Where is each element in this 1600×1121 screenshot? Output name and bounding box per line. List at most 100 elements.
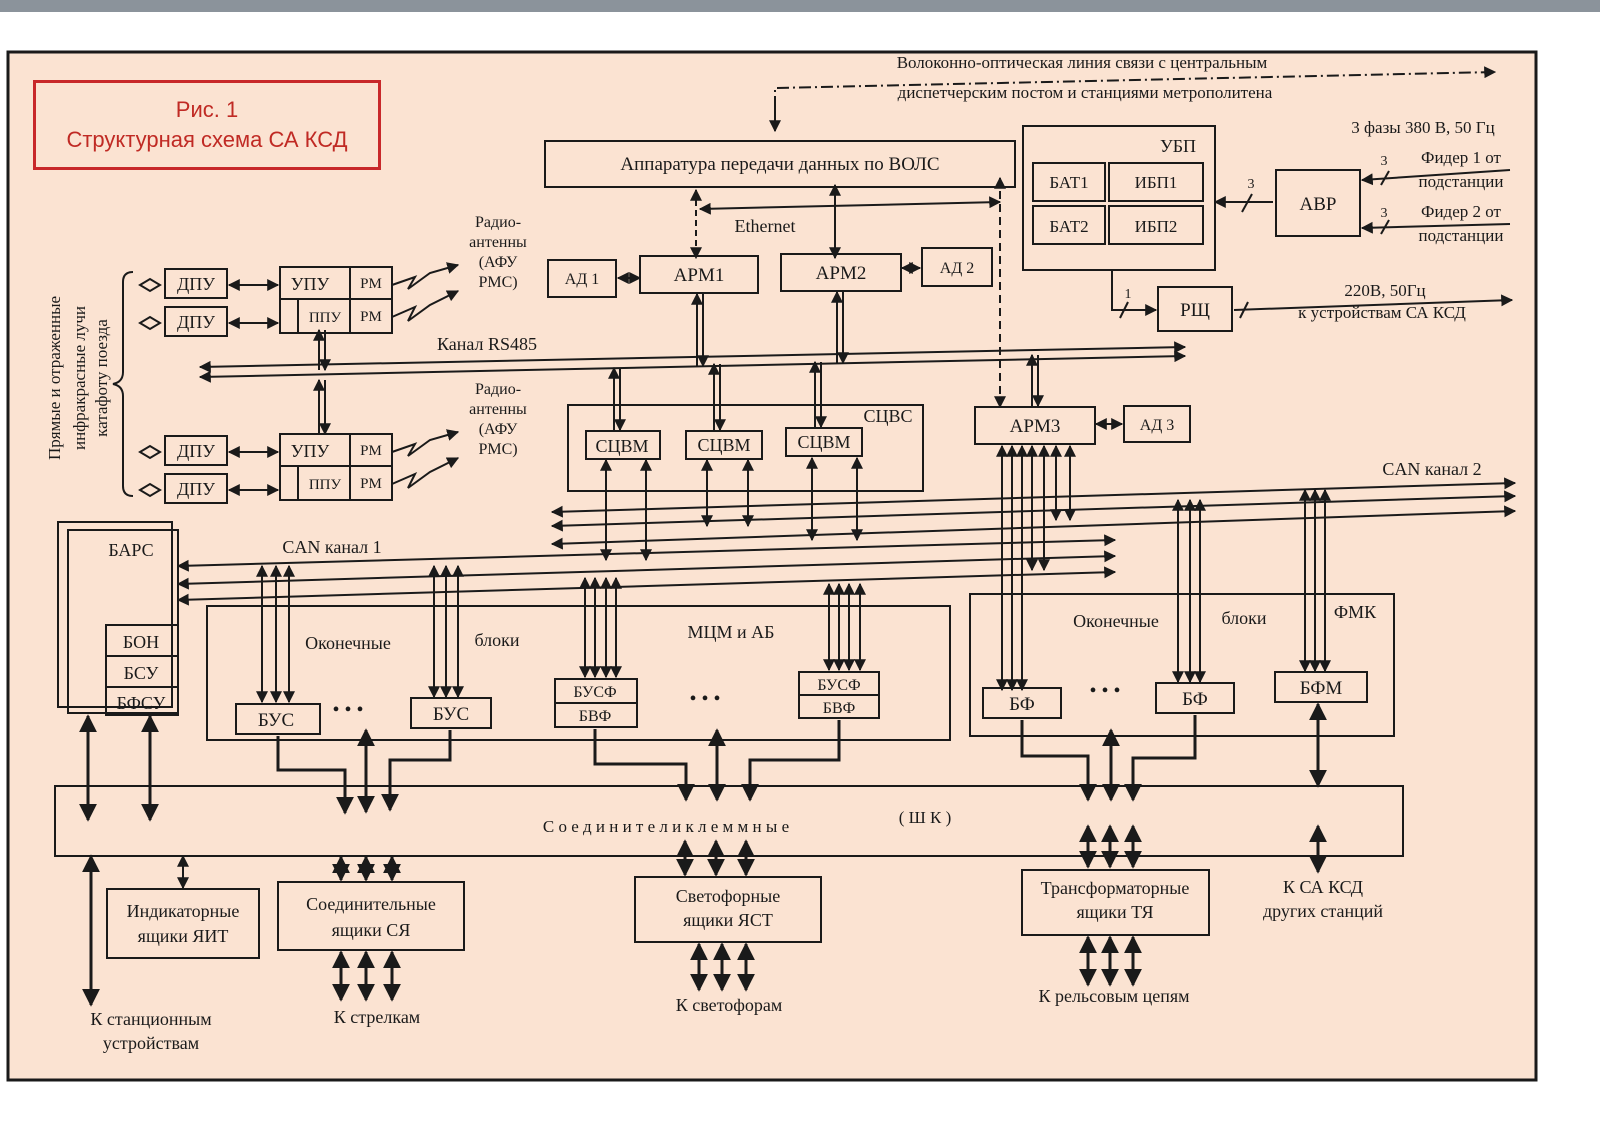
- dots-2: • • •: [689, 688, 720, 710]
- upu-box-2: [279, 433, 393, 501]
- rm-label-2-b: РМ: [360, 476, 382, 492]
- blocks1-label: блоки: [474, 630, 519, 650]
- upu-box-1: [279, 266, 393, 334]
- rm-label-1-b: РМ: [360, 309, 382, 325]
- arm1-label: АРМ1: [674, 265, 725, 286]
- arm3-label: АРМ3: [1010, 416, 1061, 437]
- bsu-label: БСУ: [124, 663, 159, 683]
- ad2-label: АД 2: [940, 260, 974, 277]
- feeder1-3: 3: [1381, 154, 1388, 169]
- feeder1-1: Фидер 1 от: [1421, 148, 1501, 167]
- caption-number: Рис. 1: [175, 97, 239, 122]
- fmk-group: [969, 593, 1395, 737]
- text-labels: Волоконно-оптическая линия связи с центр…: [45, 53, 1503, 1053]
- yit-2: ящики ЯИТ: [138, 926, 229, 946]
- bus-label-2: БУС: [433, 704, 469, 725]
- rsch-out-line: [1233, 294, 1514, 311]
- avr-ubp-slash: [1241, 193, 1253, 213]
- bf-box-2: [1155, 682, 1235, 714]
- yast-box: [634, 876, 822, 943]
- to-station-1: К станционным: [90, 1009, 211, 1029]
- sya-box: [277, 881, 465, 951]
- scvm-label-3: СЦВМ: [797, 432, 850, 452]
- rsch-out-slash: [1239, 301, 1249, 319]
- can2-label: CAN канал 2: [1382, 459, 1481, 479]
- other-2: других станций: [1263, 901, 1383, 921]
- rsch-label: РЩ: [1180, 300, 1210, 321]
- radio-label-1-1: Радио-: [475, 214, 521, 231]
- ppu-label-1: ППУ: [309, 310, 342, 326]
- power-label: 3 фазы 380 В, 50 Гц: [1351, 118, 1494, 137]
- rm-label-2-a: РМ: [360, 443, 382, 459]
- dpu-box-2-a: [164, 435, 228, 466]
- ibp2-label: ИБП2: [1135, 217, 1178, 236]
- tya-box: [1021, 869, 1210, 936]
- upu-label-2: УПУ: [291, 441, 330, 461]
- terminal-bar: [54, 785, 1404, 857]
- radio-label-1-3: (АФУ: [479, 254, 518, 271]
- fiber-line: [774, 66, 1497, 130]
- busf-label-2: БУСФ: [817, 677, 860, 694]
- dots-3: • • •: [1089, 680, 1120, 702]
- tya-1: Трансформаторные: [1041, 878, 1190, 898]
- bf-label-2: БФ: [1182, 689, 1208, 710]
- ubp-label: УБП: [1160, 136, 1196, 156]
- radio-label-1-4: РМС): [478, 274, 517, 291]
- apparatus-box: [544, 140, 1016, 188]
- bvf-label-1: БВФ: [579, 708, 612, 725]
- radio-label-1-2: антенны: [469, 234, 527, 251]
- bars-box: [67, 529, 179, 714]
- connection-lines: [79, 66, 1517, 1007]
- ir-label-1: Прямые и отраженные: [45, 296, 64, 460]
- scvm-box-1: [585, 430, 661, 460]
- bus1-terminal: [276, 736, 354, 815]
- other-1: К СА КСД: [1283, 877, 1363, 897]
- rs485-label: Канал RS485: [437, 334, 537, 354]
- busf-box: [554, 678, 638, 728]
- ubp-rsch-slash: [1119, 301, 1129, 319]
- ir-label-3: катафоту поезда: [92, 319, 111, 437]
- bars-label: БАРС: [108, 540, 153, 560]
- ibp1-label: ИБП1: [1135, 173, 1178, 192]
- bat1-box: [1032, 162, 1106, 202]
- ethernet-line: [698, 196, 1002, 215]
- sya-1: Соединительные: [306, 894, 436, 914]
- scvm-box-3: [785, 427, 863, 457]
- ir-label-2: инфракрасные лучи: [70, 306, 89, 450]
- yast-1: Светофорные: [676, 886, 780, 906]
- rs485-bus: [198, 350, 1187, 383]
- bat2-box: [1032, 205, 1106, 245]
- sya-2: ящики СЯ: [332, 920, 411, 940]
- scvm-box-2: [685, 430, 763, 460]
- apparatus-label: Аппаратура передачи данных по ВОЛС: [620, 154, 939, 175]
- bus-box-2: [410, 697, 492, 729]
- bf-box-1: [982, 687, 1062, 719]
- avr-box: [1275, 169, 1361, 237]
- feeder2-line: [1360, 221, 1511, 234]
- upu-label-1: УПУ: [291, 274, 330, 294]
- yit-1: Индикаторные: [127, 901, 240, 921]
- endblocks2-label: Оконечные: [1073, 611, 1159, 631]
- ibp1-box: [1108, 162, 1204, 202]
- ad1-label: АД 1: [565, 271, 599, 288]
- scvs-label: СЦВС: [863, 406, 912, 426]
- to-rail: К рельсовым цепям: [1038, 986, 1189, 1006]
- mcm-label: МЦМ и АБ: [688, 622, 775, 642]
- scvm-label-2: СЦВМ: [697, 435, 750, 455]
- feeder2-1: Фидер 2 от: [1421, 202, 1501, 221]
- avr-label: АВР: [1300, 194, 1337, 215]
- tya-2: ящики ТЯ: [1077, 902, 1154, 922]
- ir-emitter-icon: [138, 315, 162, 331]
- ubp-rsch-link: [1111, 270, 1158, 316]
- ubp-box: [1022, 125, 1216, 271]
- feeder2-3: 3: [1381, 206, 1388, 221]
- dpu-label-1-b: ДПУ: [177, 312, 215, 332]
- avr-ubp-3: 3: [1248, 177, 1255, 192]
- radio-zigzag: [391, 290, 460, 322]
- busf-box-2: [798, 671, 880, 719]
- radio-label-2-4: РМС): [478, 441, 517, 458]
- feeder1-2: подстанции: [1419, 172, 1504, 191]
- feeder1-slash: [1380, 170, 1390, 186]
- radio-zigzag: [391, 262, 460, 290]
